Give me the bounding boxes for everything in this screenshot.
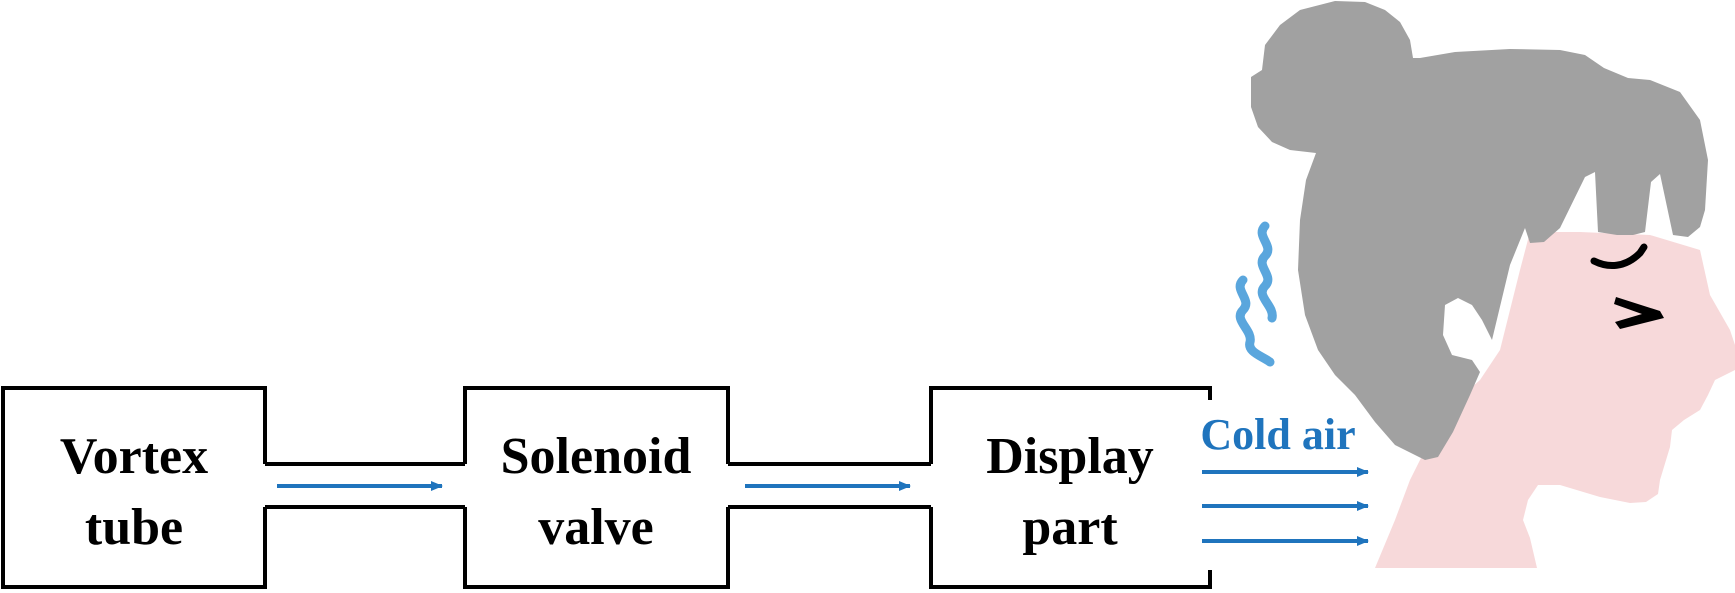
cheek-mark-icon bbox=[1614, 297, 1664, 329]
vortex-tube-label-line2: tube bbox=[85, 499, 183, 556]
solenoid-valve-box: Solenoid valve bbox=[463, 386, 730, 589]
solenoid-valve-label-line1: Solenoid bbox=[501, 428, 692, 485]
display-part-box: Display part bbox=[929, 386, 1212, 589]
solenoid-valve-label-line2: valve bbox=[538, 499, 654, 556]
cold-shiver-icon bbox=[1235, 221, 1277, 367]
vortex-tube-label-line1: Vortex bbox=[60, 428, 208, 485]
display-part-label-line2: part bbox=[1022, 499, 1118, 556]
vortex-tube-box: Vortex tube bbox=[1, 386, 267, 589]
person-head-profile-icon bbox=[1251, 1, 1735, 568]
display-part-label-line1: Display bbox=[986, 428, 1154, 485]
cold-air-label: Cold air bbox=[1200, 410, 1355, 459]
hair-shape bbox=[1251, 1, 1708, 460]
pipe-vortex-to-valve bbox=[265, 462, 465, 509]
pipe-valve-to-display bbox=[728, 462, 931, 509]
eye-icon bbox=[1590, 243, 1648, 269]
cold-air-output: Cold air bbox=[1200, 410, 1369, 546]
